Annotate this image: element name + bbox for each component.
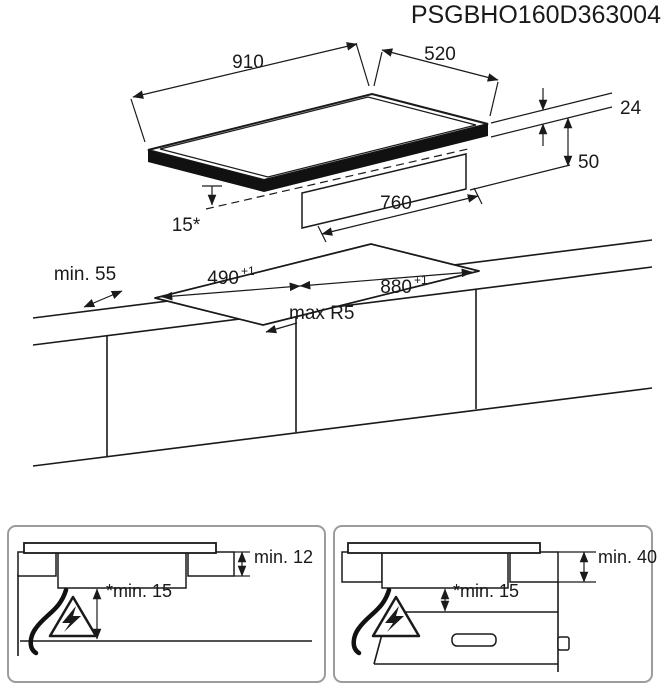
reference-line-glass-top — [490, 92, 613, 124]
hob-glass-inner-frame — [159, 96, 477, 178]
extension-line — [130, 98, 146, 143]
hob-body-section — [381, 551, 509, 589]
corner-radius-leader-arrow — [265, 322, 298, 334]
dimension-line-hob-depth — [381, 48, 499, 82]
cutout-depth-label: 490 — [207, 268, 239, 289]
hob-glass-section — [23, 542, 217, 554]
reference-line-body-bottom — [469, 164, 571, 191]
dimension-line-cutout-depth — [161, 282, 301, 301]
hob-glass-thickness-face — [148, 124, 488, 192]
oven-hinge-knob — [557, 636, 570, 651]
dimension-line-body-width — [321, 194, 479, 236]
hob-depth-label: 520 — [424, 44, 456, 65]
document-code: PSGBHO160D363004 — [411, 1, 661, 29]
lightning-bolt-icon — [62, 606, 81, 632]
glass-height-label: 24 — [620, 98, 642, 119]
worktop-section-right-piece — [509, 551, 559, 583]
clearance-below-label: *min. 15 — [453, 581, 519, 601]
cutout-width-label: 880 — [380, 277, 412, 298]
worktop-view: min. 55 490 +1 880 +1 max R5 — [32, 239, 653, 467]
dimension-line-cutout-width — [299, 268, 473, 290]
power-cable — [351, 587, 392, 656]
cutout-width-tolerance: +1 — [414, 273, 428, 287]
section-view-right: min. 40 *min. 15 — [333, 525, 657, 683]
worktop-section-right-piece — [187, 551, 235, 577]
oven-vent-slot — [451, 633, 497, 647]
extension-line — [355, 42, 370, 87]
oven-clearance-label: min. 40 — [598, 547, 657, 567]
reference-line-glass-bottom — [490, 106, 613, 138]
hob-isometric-view: 910 520 24 50 760 15* — [130, 42, 642, 243]
body-width-label: 760 — [380, 193, 412, 214]
front-offset-label: 15* — [172, 215, 201, 236]
hob-body-section — [57, 551, 187, 589]
hob-glass-section — [347, 542, 541, 554]
worktop-section-left-piece — [341, 551, 383, 583]
hidden-edge-dashed-line — [205, 148, 469, 210]
body-height-label: 50 — [578, 152, 599, 173]
clearance-below-label: *min. 15 — [106, 581, 172, 601]
lightning-bolt-icon — [385, 606, 404, 632]
worktop-section-left-piece — [17, 551, 57, 577]
corner-radius-label: max R5 — [289, 303, 354, 324]
dimension-line-side-clearance — [83, 290, 123, 308]
hob-width-label: 910 — [232, 52, 264, 73]
extension-line — [489, 81, 499, 117]
cutout-depth-tolerance: +1 — [241, 264, 255, 278]
cabinet-bottom-edge — [32, 387, 653, 467]
side-clearance-label: min. 55 — [54, 264, 116, 285]
worktop-thickness-label: min. 12 — [254, 547, 313, 567]
section-view-left: min. 12 *min. 15 — [7, 525, 326, 683]
extension-line — [373, 51, 383, 87]
dimension-line-hob-width — [132, 42, 358, 99]
power-cable — [28, 587, 69, 656]
